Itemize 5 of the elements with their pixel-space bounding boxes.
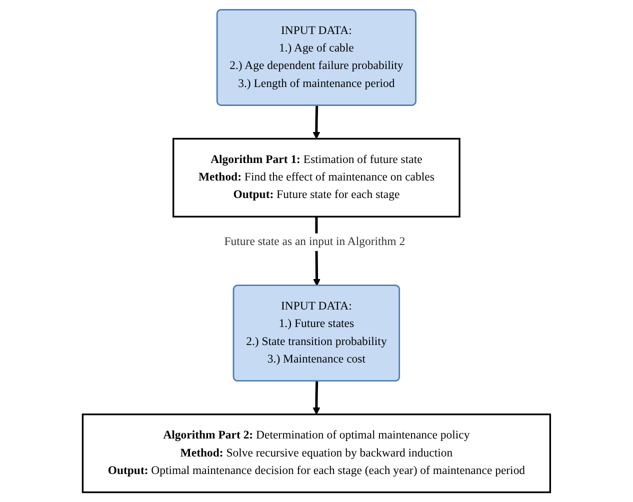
node-box: Algorithm Part 2: Determination of optimal maintenance policy Method: Solve recursive equation by backward induction Output: Optimal maintenance decision for each stage (each year) of maintenance period — [82, 414, 552, 494]
arrow — [312, 381, 320, 415]
arrow — [312, 106, 320, 140]
node-box: Algorithm Part 1: Estimation of future state Method: Find the effect of maintenance on cables Output: Future state for each stage — [172, 138, 460, 218]
edge-label: Future state as an input in Algorithm 2 — [224, 236, 406, 248]
